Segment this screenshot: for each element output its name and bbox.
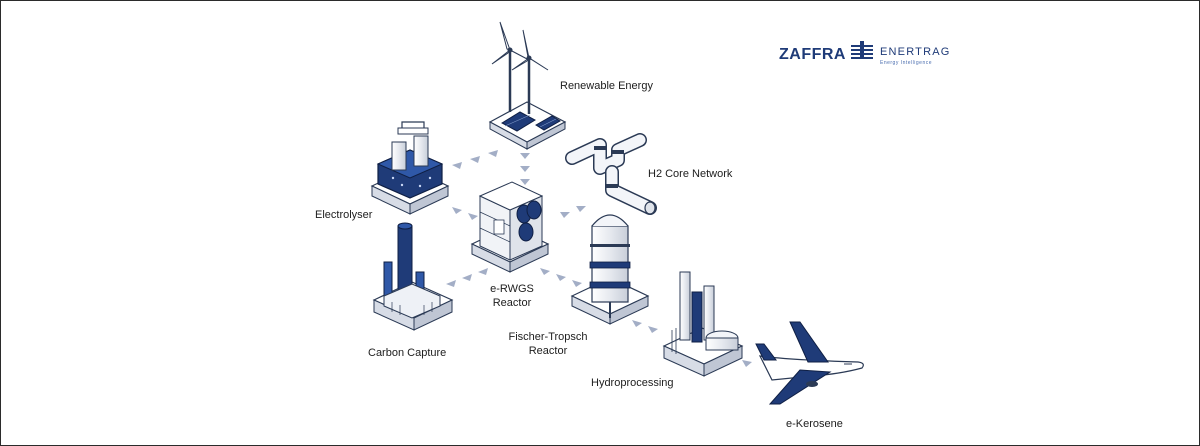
label-e-kerosene: e-Kerosene [786, 418, 843, 430]
connector-electrolyser-to-wind [452, 150, 498, 169]
renewable-energy-illustration [488, 21, 567, 150]
label-fischer-tropsch-line2: Reactor [528, 345, 568, 357]
connector-ft-to-hydro [632, 320, 658, 333]
enertrag-logo: ENERTRAG [880, 46, 951, 58]
label-erwgs-line2: Reactor [492, 297, 532, 309]
hydroprocessing-illustration [662, 271, 744, 377]
zaffra-logo: ZAFFRA [779, 46, 846, 63]
fischer-tropsch-reactor-illustration [570, 214, 650, 325]
electrolyser-illustration [370, 121, 450, 215]
label-hydroprocessing: Hydroprocessing [591, 377, 674, 389]
airplane-icon [755, 321, 864, 405]
connector-electrolyser-to-rwgs [452, 207, 478, 220]
connector-rwgs-to-ft [540, 268, 582, 287]
connector-capture-to-rwgs [446, 268, 488, 287]
label-carbon-capture: Carbon Capture [368, 347, 447, 359]
connector-wind-to-rwgs [520, 153, 530, 185]
label-erwgs-reactor: e-RWGS Reactor [482, 282, 542, 310]
connector-h2-to-rwgs [560, 206, 586, 218]
h2-core-network-illustration [565, 133, 657, 215]
label-electrolyser: Electrolyser [315, 209, 373, 221]
label-h2-core-network: H2 Core Network [648, 168, 733, 180]
enertrag-tagline: Energy Intelligence [880, 60, 933, 66]
label-fischer-tropsch-reactor: Fischer-Tropsch Reactor [498, 330, 598, 358]
erwgs-reactor-illustration [470, 181, 550, 273]
connector-hydro-to-kerosene [742, 360, 752, 367]
label-renewable-energy: Renewable Energy [560, 80, 653, 92]
label-fischer-tropsch-line1: Fischer-Tropsch [508, 331, 588, 343]
carbon-capture-illustration [372, 222, 454, 331]
enertrag-logo-icon [851, 41, 873, 59]
label-erwgs-line1: e-RWGS [490, 283, 534, 295]
